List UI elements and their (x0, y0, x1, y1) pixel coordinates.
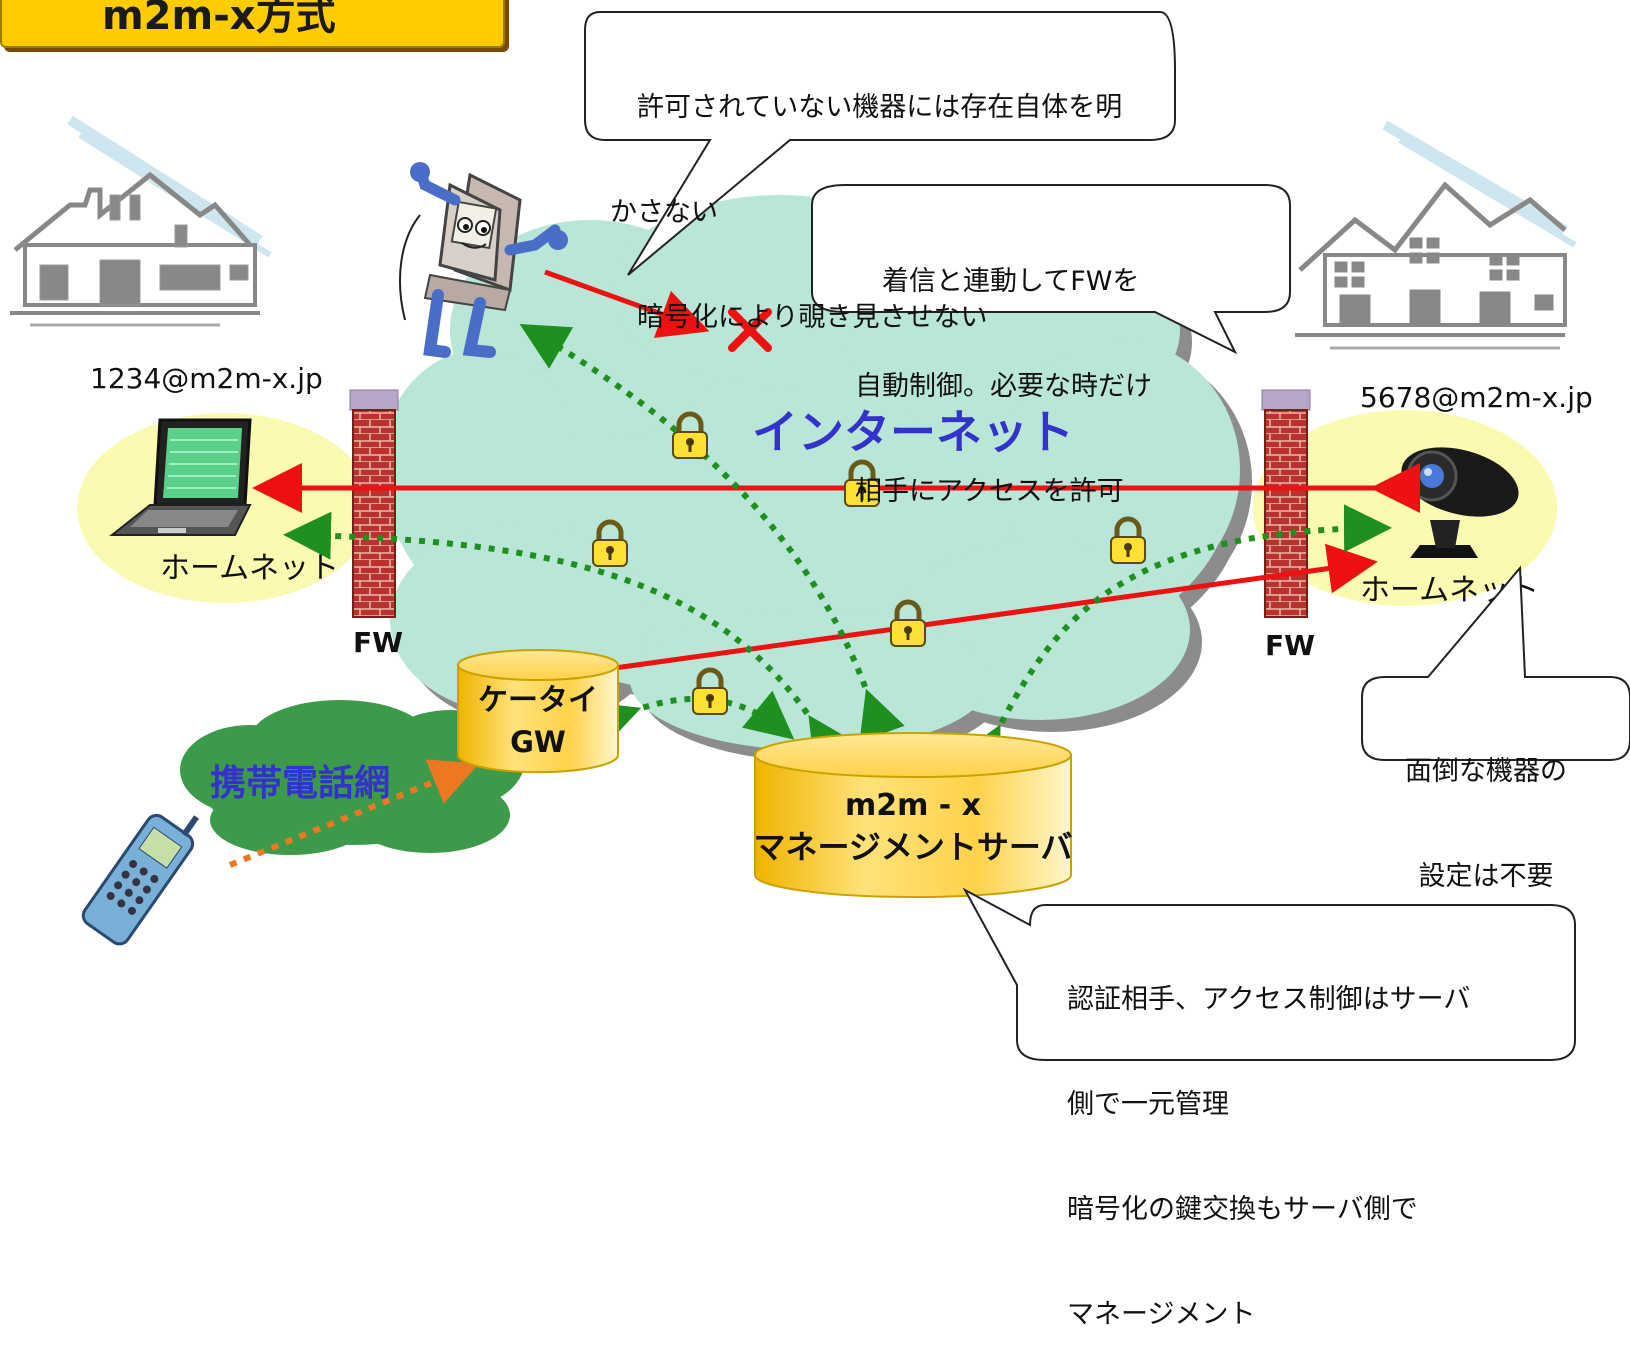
callout-shapes (584, 11, 1630, 1061)
callout-line: 暗号化の鍵交換もサーバ側で (1067, 1194, 1418, 1225)
keitai-gw-label-2: GW (510, 725, 566, 759)
mobile-network-label: 携帯電話網 (210, 763, 390, 804)
right-address: 5678@m2m-x.jp (1360, 381, 1593, 414)
left-firewall-icon (349, 389, 399, 618)
internet-label: インターネット (752, 405, 1074, 459)
fw-callout-bubble (811, 184, 1291, 355)
laptop-icon (109, 418, 252, 536)
link-intruder-blocked (544, 269, 710, 338)
callout-line: かさない (610, 197, 718, 228)
server-callout-bubble (962, 887, 1576, 1061)
setup-callout-bubble (1361, 565, 1630, 761)
keitai-gw-cylinder (457, 649, 619, 774)
left-homenet-label: ホームネット (160, 551, 339, 586)
callout-line: 側で一元管理 (1067, 1089, 1229, 1120)
callout-line: 暗号化により覗き見させない (610, 302, 988, 333)
blocked-x-icon (728, 308, 772, 352)
right-fw-label: FW (1265, 629, 1315, 662)
link-phone-gw (228, 759, 480, 868)
link-server-webcam (957, 504, 1392, 779)
callout-line: マネージメント (1067, 1299, 1256, 1330)
callout-line: 許可されていない機器には存在自体を明 (610, 92, 1123, 123)
page-title: m2m-x方式 (0, 0, 505, 48)
server-label-1: m2m - x (845, 788, 981, 823)
house-icon (10, 115, 272, 327)
left-fw-label: FW (353, 626, 403, 659)
diagram-canvas: 携帯電話網 (10, 11, 1630, 1061)
callout-line: 着信と連動してFWを (855, 266, 1140, 297)
callout-line: 面倒な機器の (1405, 756, 1567, 787)
top-callout-bubble (584, 11, 1176, 276)
intruder-pc-icon (399, 162, 568, 358)
management-server-cylinder (754, 732, 1072, 898)
link-server-laptop (283, 511, 855, 769)
top-callout-text: 許可されていない機器には存在自体を明 かさない 暗号化により覗き見させない (610, 20, 1122, 370)
townhouse-icon (1295, 120, 1577, 350)
callout-line: 相手にアクセスを許可 (855, 476, 1124, 507)
setup-callout-text: 面倒な機器の 設定は不要 (1405, 684, 1567, 929)
webcam-icon (1401, 447, 1519, 558)
cellphone-icon (81, 813, 199, 946)
keitai-gw-label-1: ケータイ (478, 683, 598, 718)
callout-line: 認証相手、アクセス制御はサーバ (1067, 984, 1471, 1015)
callout-line: 設定は不要 (1418, 861, 1554, 892)
callout-line: 自動制御。必要な時だけ (855, 371, 1152, 402)
server-callout-text: 認証相手、アクセス制御はサーバ 側で一元管理 暗号化の鍵交換もサーバ側で マネー… (1067, 912, 1470, 1367)
right-firewall-icon (1261, 389, 1311, 618)
fw-callout-text: 着信と連動してFWを 自動制御。必要な時だけ 相手にアクセスを許可 (855, 194, 1152, 544)
server-label-2: マネージメントサーバ (753, 828, 1072, 866)
left-address: 1234@m2m-x.jp (90, 362, 323, 395)
